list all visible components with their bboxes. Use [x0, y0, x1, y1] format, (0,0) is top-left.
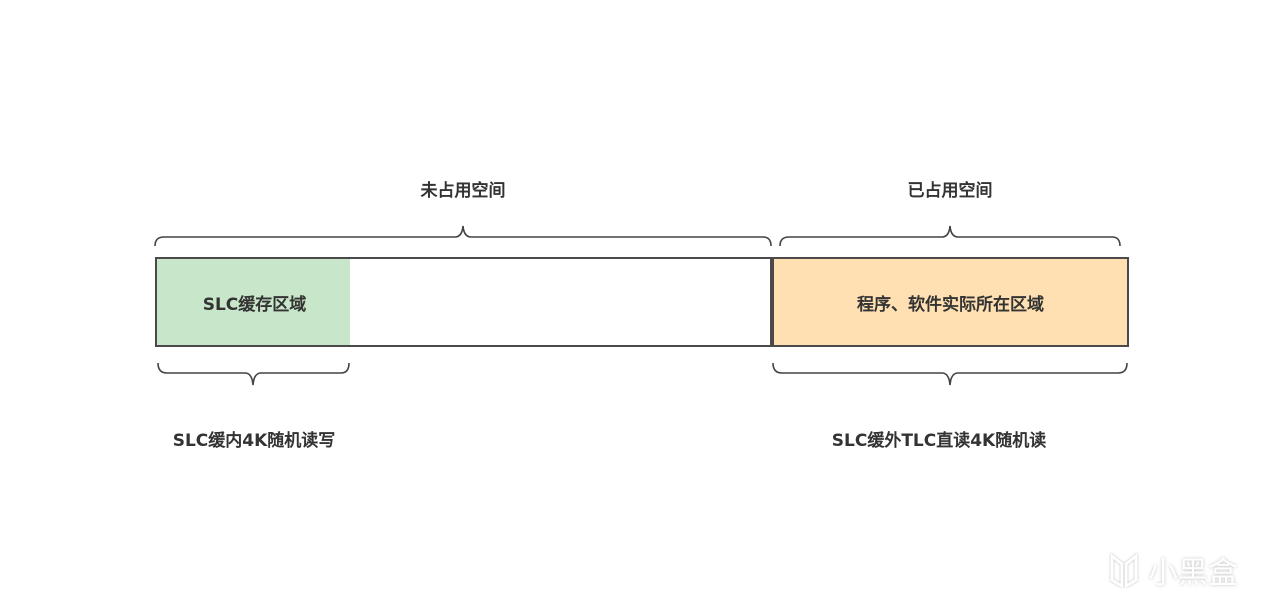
brace-used [779, 225, 1121, 247]
brace-slc-cache [157, 362, 350, 386]
unused-space-label: 未占用空间 [420, 181, 506, 201]
slc-inside-label: SLC缓内4K随机读写 [172, 431, 336, 451]
watermark-text: 小黑盒 [1148, 556, 1238, 591]
programs-block: 程序、软件实际所在区域 [772, 257, 1129, 347]
brace-unused [154, 225, 772, 247]
slc-outside-label: SLC缓外TLC直读4K随机读 [831, 431, 1047, 451]
slc-cache-label: SLC缓存区域 [202, 294, 307, 315]
slc-cache-block: SLC缓存区域 [155, 257, 354, 347]
used-space-label: 已占用空间 [907, 181, 993, 201]
programs-label: 程序、软件实际所在区域 [857, 294, 1044, 315]
brace-programs [772, 362, 1128, 386]
watermark: 小黑盒 [1108, 548, 1238, 592]
empty-space-block [350, 257, 772, 347]
watermark-logo-icon [1110, 552, 1138, 588]
